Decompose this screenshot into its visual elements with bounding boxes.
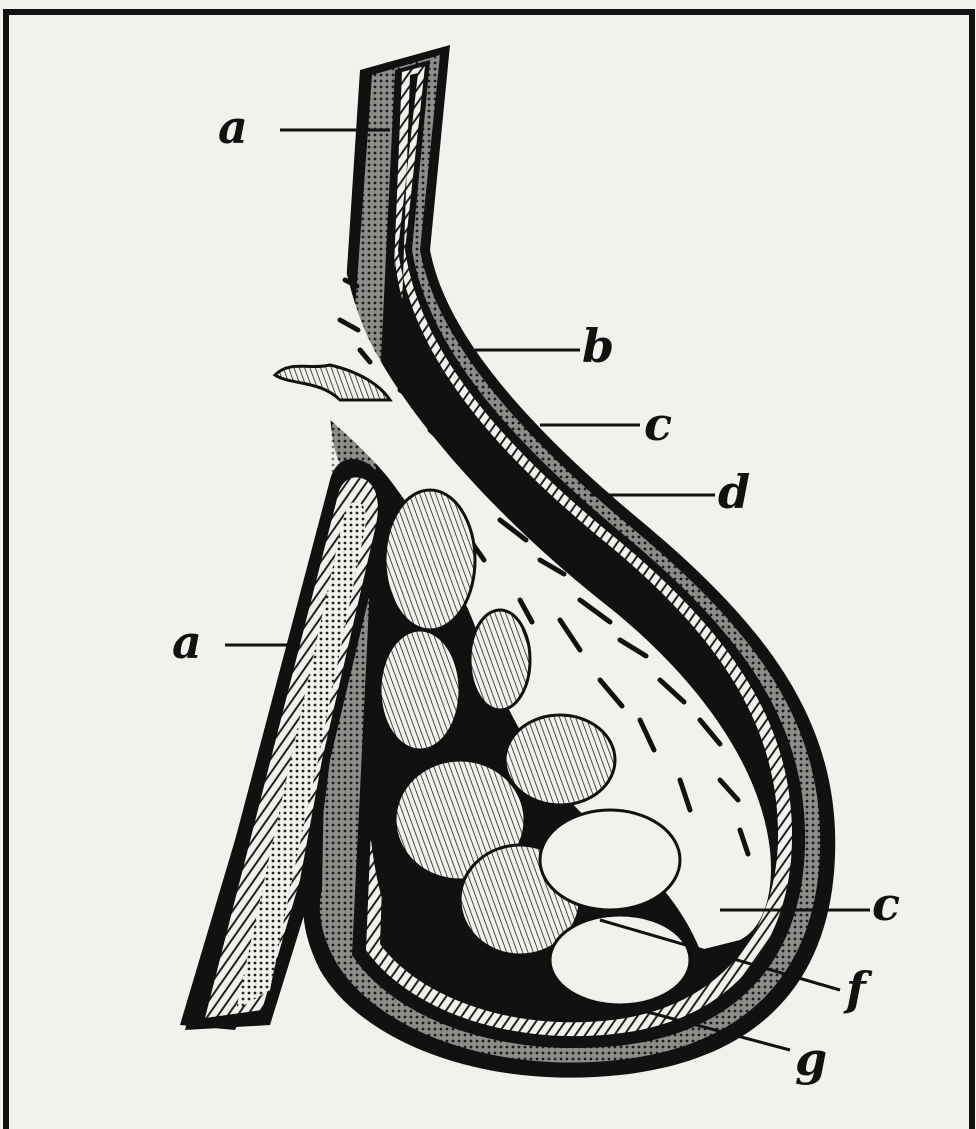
label-a-left: a xyxy=(172,615,202,669)
label-g: g xyxy=(795,1032,827,1086)
label-a-top: a xyxy=(218,100,248,154)
label-c-top: c xyxy=(644,397,672,451)
label-c-bottom: c xyxy=(872,877,900,931)
label-b: b xyxy=(582,319,614,373)
label-f: f xyxy=(843,962,873,1016)
label-d: d xyxy=(718,465,750,519)
